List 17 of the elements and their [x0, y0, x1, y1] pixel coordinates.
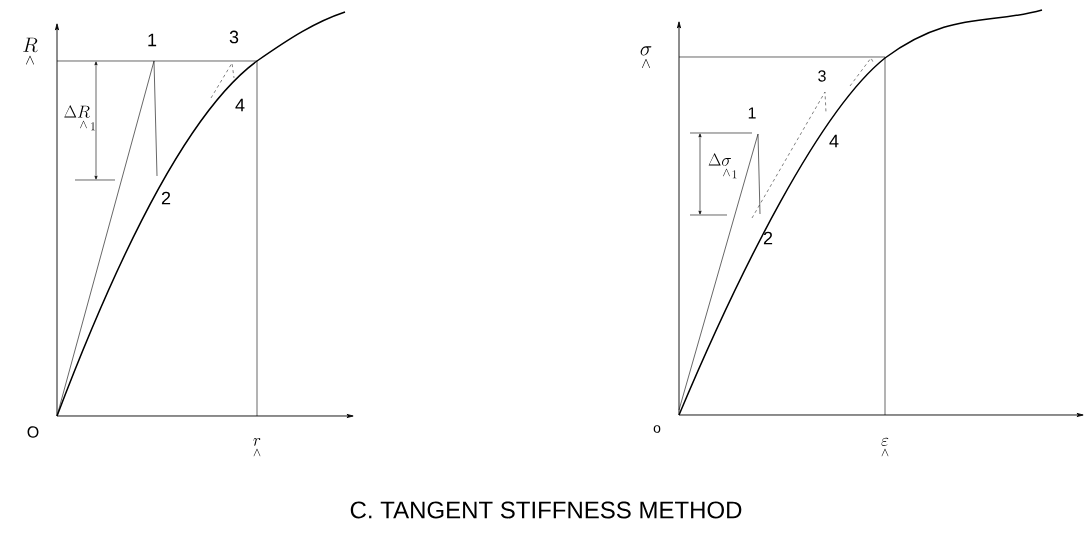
axis-label: o	[653, 425, 661, 433]
axis-label: $\underset{\wedge}{r}$	[253, 438, 261, 457]
axis-label: 2	[763, 231, 773, 245]
axis-label: $\Delta \underset{\wedge}{\sigma}_{1}$	[708, 153, 737, 179]
axis-label: $\underset{\wedge}{R}$	[23, 37, 38, 65]
axis-label: O	[27, 426, 39, 438]
axis-label: 3	[229, 30, 239, 44]
axis-label: $\underset{\wedge}{\sigma}$	[640, 46, 652, 68]
caption: C. TANGENT STIFFNESS METHOD	[350, 501, 742, 519]
axis-label: 4	[829, 134, 839, 148]
axis-label: 3	[818, 70, 826, 82]
axis-label: $\underset{\wedge}{\varepsilon}$	[881, 437, 889, 457]
axis-label: 4	[235, 98, 245, 112]
axis-label: 2	[161, 191, 171, 205]
axis-label: 1	[148, 33, 157, 47]
axis-label: $\Delta \underset{\wedge}{R}_{1}$	[64, 105, 95, 131]
axis-label: 1	[748, 107, 756, 119]
